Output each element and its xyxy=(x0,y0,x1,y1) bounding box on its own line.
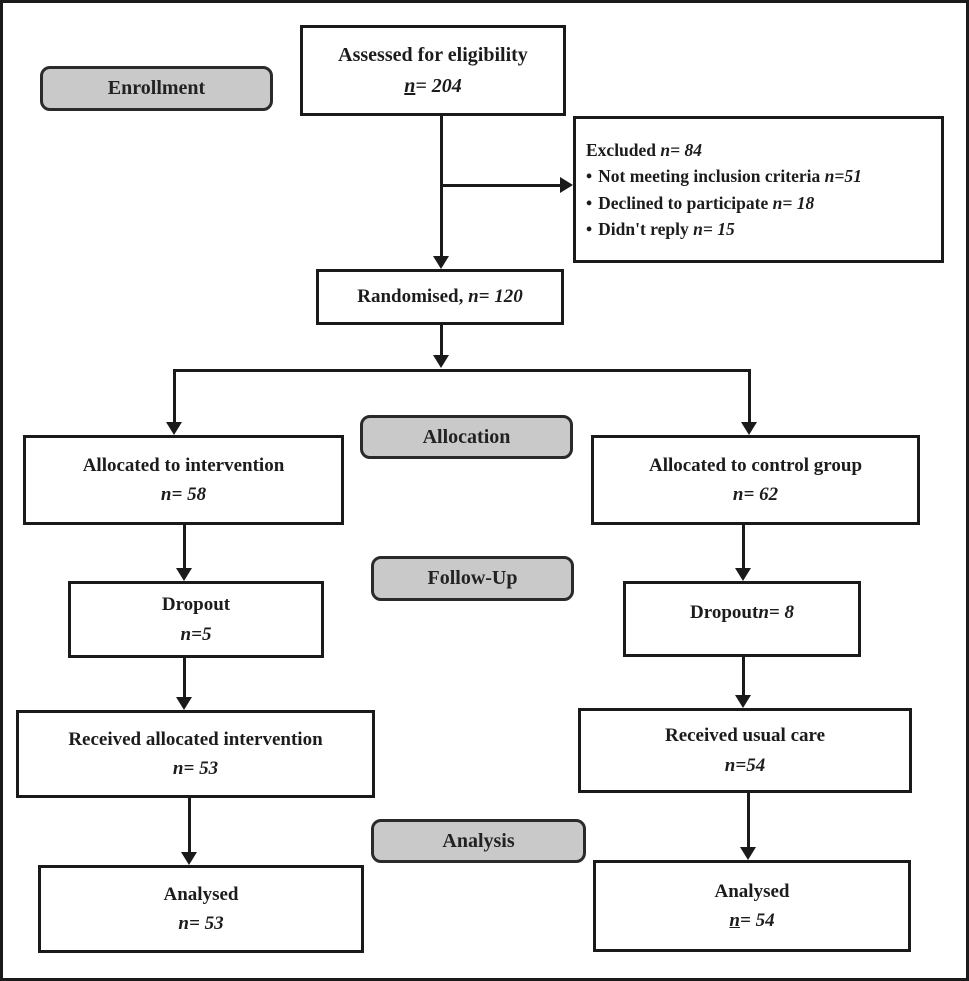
stage-label-allocation: Allocation xyxy=(360,415,573,459)
n-symbol: n xyxy=(160,484,172,505)
box-title: Assessed for eligibility xyxy=(338,43,528,66)
n-count: n=5 xyxy=(181,620,212,649)
excluded-bullet-item: •Didn't reply n= 15 xyxy=(586,216,735,242)
n-value: = 62 xyxy=(743,484,779,505)
branch-left-drop xyxy=(173,369,176,422)
n-value: = 53 xyxy=(189,913,224,934)
box-analysed-control: Analysed n= 54 xyxy=(593,860,911,952)
connector-dropout-to-received-left xyxy=(183,658,186,697)
box-title: Analysed xyxy=(163,883,239,905)
connector-alloc-to-dropout-right xyxy=(742,525,745,568)
box-received-intervention: Received allocated intervention n= 53 xyxy=(16,710,375,798)
n-count: n= 58 xyxy=(161,480,206,509)
arrowhead-into-alloc-intervention xyxy=(166,422,182,435)
arrowhead-into-randomised xyxy=(433,256,449,269)
n-symbol: n xyxy=(180,623,192,645)
excluded-heading: Excluded n= 84 xyxy=(586,137,702,163)
connector-to-excluded xyxy=(440,184,560,187)
connector-randomised-down xyxy=(440,325,443,357)
connector-dropout-to-received-right xyxy=(742,657,745,695)
bullet-icon: • xyxy=(586,218,593,239)
box-analysed-intervention: Analysed n= 53 xyxy=(38,865,364,953)
n-count: n= 120 xyxy=(468,286,523,308)
n-symbol: n xyxy=(758,602,769,623)
n-count: n= 54 xyxy=(729,906,774,935)
bullet-n: n= 18 xyxy=(772,192,815,213)
n-value: = 58 xyxy=(171,484,207,505)
arrowhead-into-dropout-left xyxy=(176,568,192,581)
branch-right-drop xyxy=(748,369,751,422)
bullet-text: Not meeting inclusion criteria xyxy=(598,166,825,187)
box-received-usual-care: Received usual care n=54 xyxy=(578,708,912,793)
arrowhead-into-excluded xyxy=(560,177,573,193)
box-title: Randomised, n= 120 xyxy=(357,282,523,311)
bullet-icon: • xyxy=(586,192,593,213)
box-assessed-for-eligibility: Assessed for eligibility n= 204 xyxy=(300,25,566,116)
box-dropout-intervention: Dropout n=5 xyxy=(68,581,324,658)
stage-label-follow-up: Follow-Up xyxy=(371,556,574,601)
n-value: = 8 xyxy=(768,602,794,623)
n-count: n= 204 xyxy=(404,71,462,102)
connector-alloc-to-dropout-left xyxy=(183,525,186,568)
n-symbol: n xyxy=(404,74,416,97)
connector-received-to-analysed-left xyxy=(188,798,191,852)
stage-label-analysis: Analysis xyxy=(371,819,586,863)
box-allocated-intervention: Allocated to intervention n= 58 xyxy=(23,435,344,525)
excluded-bullet-item: •Declined to participate n= 18 xyxy=(586,190,814,216)
bullet-n: n=51 xyxy=(824,166,862,187)
stage-label-enrollment: Enrollment xyxy=(40,66,273,111)
n-value: =54 xyxy=(735,754,766,776)
n-count: n= 62 xyxy=(733,480,778,509)
arrowhead-into-received-right xyxy=(735,695,751,708)
box-title: Dropout xyxy=(161,594,231,616)
n-symbol: n xyxy=(732,484,744,505)
box-title: Received usual care xyxy=(664,725,826,747)
bullet-icon: • xyxy=(586,166,593,187)
box-title: Dropoutn= 8 xyxy=(690,598,794,627)
connector-received-to-analysed-right xyxy=(747,793,750,847)
arrowhead-into-analysed-left xyxy=(181,852,197,865)
excluded-bullet-item: •Not meeting inclusion criteria n=51 xyxy=(586,163,862,189)
box-randomised: Randomised, n= 120 xyxy=(316,269,564,325)
box-dropout-control: Dropoutn= 8 xyxy=(623,581,861,657)
n-symbol: n xyxy=(172,758,184,779)
box-excluded: Excluded n= 84 •Not meeting inclusion cr… xyxy=(573,116,944,263)
bullet-text: Declined to participate xyxy=(598,192,773,213)
arrowhead-into-analysed-right xyxy=(740,847,756,860)
branch-horizontal-line xyxy=(173,369,751,372)
n-value: = 54 xyxy=(740,910,775,931)
box-title: Allocated to intervention xyxy=(82,454,285,476)
dropout-text: Dropout xyxy=(690,602,759,623)
arrowhead-into-alloc-control xyxy=(741,422,757,435)
arrowhead-at-branch xyxy=(433,355,449,368)
n-count: n= 53 xyxy=(173,754,218,783)
box-title: Analysed xyxy=(714,880,790,902)
excluded-heading-n: n= 84 xyxy=(660,140,702,160)
n-count: n= 53 xyxy=(178,909,223,938)
box-title: Allocated to control group xyxy=(648,454,863,476)
bullet-text: Didn't reply xyxy=(598,218,694,239)
n-symbol: n xyxy=(729,910,740,931)
n-symbol: n xyxy=(724,754,736,776)
n-symbol: n xyxy=(178,913,189,934)
randomised-text: Randomised, xyxy=(357,286,469,308)
bullet-n: n= 15 xyxy=(693,218,735,239)
box-title: Received allocated intervention xyxy=(68,728,323,750)
arrowhead-into-received-left xyxy=(176,697,192,710)
box-allocated-control: Allocated to control group n= 62 xyxy=(591,435,920,525)
n-value: = 204 xyxy=(415,74,462,97)
arrowhead-into-dropout-right xyxy=(735,568,751,581)
n-count: n=54 xyxy=(725,751,765,780)
n-value: =5 xyxy=(191,623,212,645)
excluded-heading-text: Excluded xyxy=(586,140,661,160)
n-value: = 53 xyxy=(183,758,219,779)
